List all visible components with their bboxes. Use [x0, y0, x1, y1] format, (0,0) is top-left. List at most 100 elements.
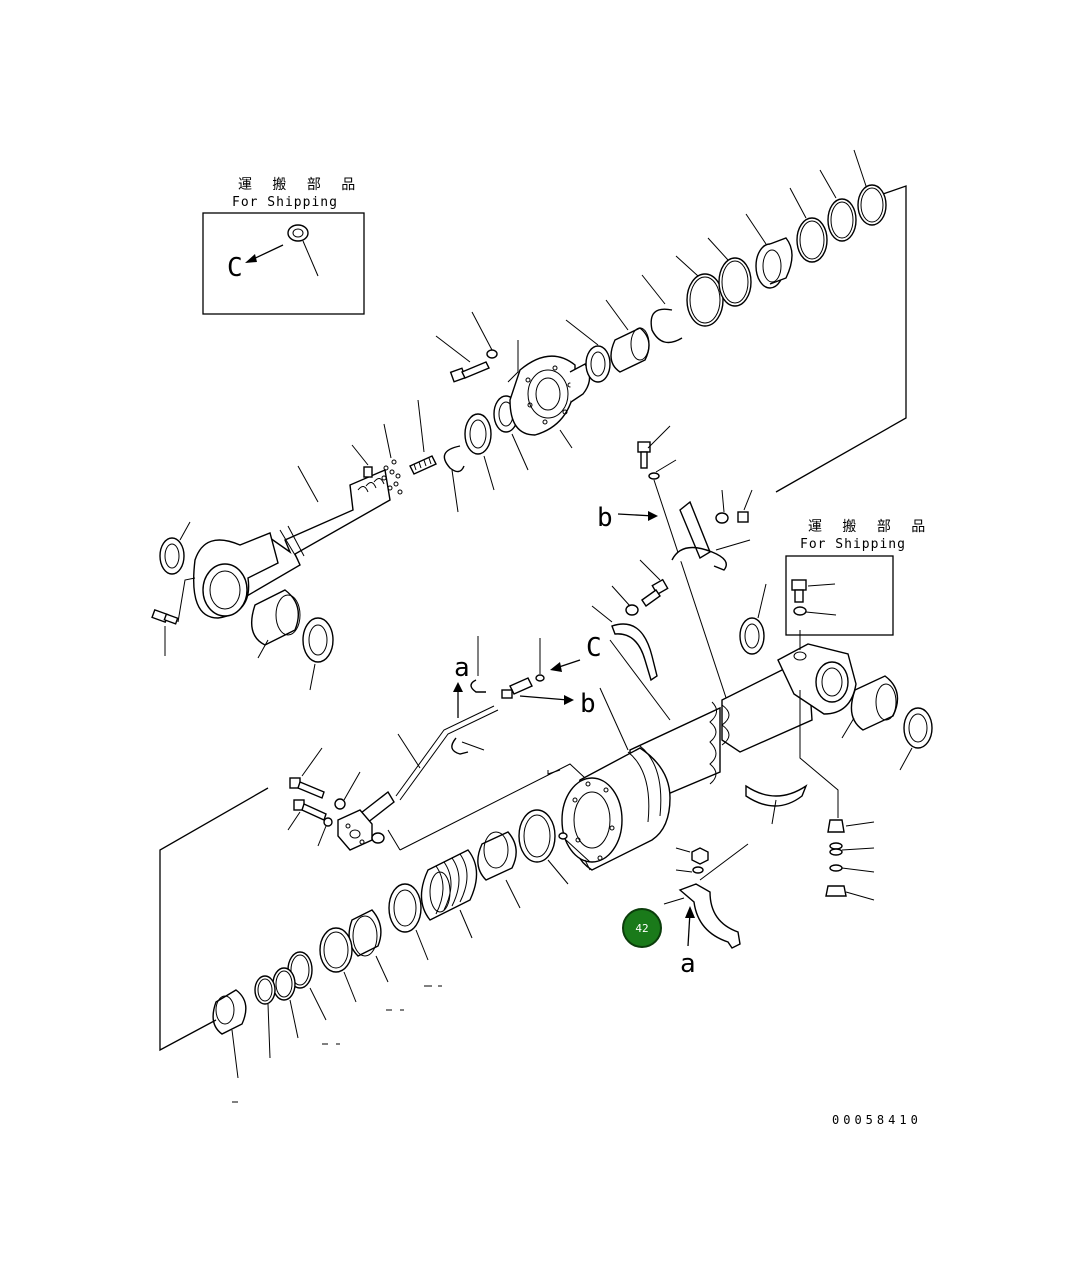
fitting-oring-icon [535, 674, 545, 682]
leader-line [507, 340, 519, 383]
clamp-a-washer-icon [692, 866, 704, 874]
leader-line [789, 187, 807, 219]
leader-line [287, 811, 301, 831]
shipping-box-1-title-jp: 運 搬 部 品 [238, 177, 361, 193]
shipping-oring-icon [793, 606, 807, 616]
leader-line [397, 733, 421, 769]
leader-line [451, 469, 459, 513]
leader-line [435, 335, 471, 363]
shipping-box-1-arrow-label: C [227, 253, 243, 283]
cylinder-head-flange [509, 355, 591, 436]
tube-break-line-2 [721, 704, 730, 746]
hose-clip-icon [470, 679, 486, 693]
leader-line [461, 741, 485, 751]
head-oring-3 [796, 217, 828, 263]
grease-nipple-stack [825, 819, 875, 901]
leader-line [663, 897, 685, 905]
head-washer-icon [486, 349, 498, 359]
shipping-box-2-title-jp: 運 搬 部 品 [808, 519, 931, 535]
leader-line [297, 465, 319, 503]
drawing-code: 00058410 [832, 1113, 922, 1127]
bottom-eye-seal-upper [739, 617, 765, 655]
ref-label-b-upper: b [597, 503, 613, 533]
pipe-clamp-c [611, 623, 658, 682]
head-backup-ring-2 [857, 184, 887, 226]
head-bushing-1 [585, 345, 611, 383]
leader-line [605, 299, 629, 331]
piston-ring-2 [477, 831, 517, 881]
head-bushing-2 [610, 327, 650, 373]
tube-break-line [709, 701, 717, 785]
arrow-head-icon [685, 906, 695, 918]
leader-line [807, 583, 836, 587]
shipping-box-1-title-en: For Shipping [232, 195, 338, 210]
leader-line [805, 611, 837, 616]
leader-line [841, 717, 855, 739]
leader-line [675, 847, 691, 853]
hose-fitting-group: a b [287, 636, 601, 851]
leader-line [177, 577, 196, 623]
leader-line [351, 444, 369, 466]
piston-ring-3 [388, 883, 422, 933]
tube-clamp-lower [745, 784, 808, 825]
flange-washer-2-icon [323, 817, 333, 827]
leader-line [415, 929, 429, 961]
leader-line [459, 909, 473, 939]
pipe-clamp-a [678, 883, 741, 949]
tube-clamp [745, 784, 808, 807]
hose-clip-2-icon [451, 737, 469, 755]
highlight-badge[interactable]: 42 [622, 908, 662, 948]
arrow-head-icon [648, 511, 658, 521]
piston-assembly [159, 745, 671, 1103]
hose-bracket [671, 500, 727, 571]
head-oring-1 [686, 273, 724, 327]
head-backup-ring-1 [827, 198, 857, 242]
set-screw-icon [409, 455, 437, 475]
flange-washer-1-icon [334, 798, 346, 810]
leader-line [383, 423, 392, 459]
flange-oring-icon [371, 832, 385, 844]
leader-line [771, 799, 777, 825]
clamp-bolt-icon [637, 441, 651, 469]
badge-number: 42 [635, 922, 648, 935]
clamp-c-washer-icon [625, 604, 639, 616]
leader-line [565, 839, 591, 863]
rod-break-line [287, 525, 305, 557]
piston-rod-assembly [151, 149, 907, 691]
bottom-eye-dust-seal [903, 707, 933, 749]
piston-ring-4 [348, 909, 382, 957]
leader-line [267, 1003, 271, 1059]
leader-line [715, 539, 751, 551]
leader-line [471, 311, 493, 351]
clamp-washer-icon [648, 472, 660, 480]
ref-label-a-upper: a [454, 653, 470, 683]
leader-line [584, 859, 591, 871]
leader-line [309, 663, 316, 691]
head-bolt-icon [449, 361, 490, 383]
rod-thread [357, 478, 385, 493]
leader-line [511, 433, 529, 471]
leader-line [547, 769, 561, 775]
leader-line [675, 255, 699, 277]
leader-line [417, 399, 425, 453]
leader-line [257, 639, 269, 659]
leader-line [483, 455, 495, 491]
piston-ring-1 [518, 809, 556, 863]
arrow-head-icon [564, 695, 574, 705]
leader-line [505, 879, 521, 909]
snap-ring [443, 445, 465, 473]
leader-line [819, 169, 837, 199]
piston [561, 745, 671, 871]
leader-line [559, 429, 573, 449]
hose-elbow-fitting [501, 677, 533, 699]
leader-line [231, 1029, 239, 1079]
bracket-b-assembly: b [597, 425, 753, 741]
ref-label-c: C [586, 633, 602, 663]
badge-circle[interactable] [622, 908, 662, 948]
leader-line [309, 987, 327, 1021]
leader-line [757, 583, 767, 619]
clamp-c-bolt-icon [641, 578, 669, 607]
leader-line [343, 971, 357, 1003]
leader-line [591, 605, 613, 623]
